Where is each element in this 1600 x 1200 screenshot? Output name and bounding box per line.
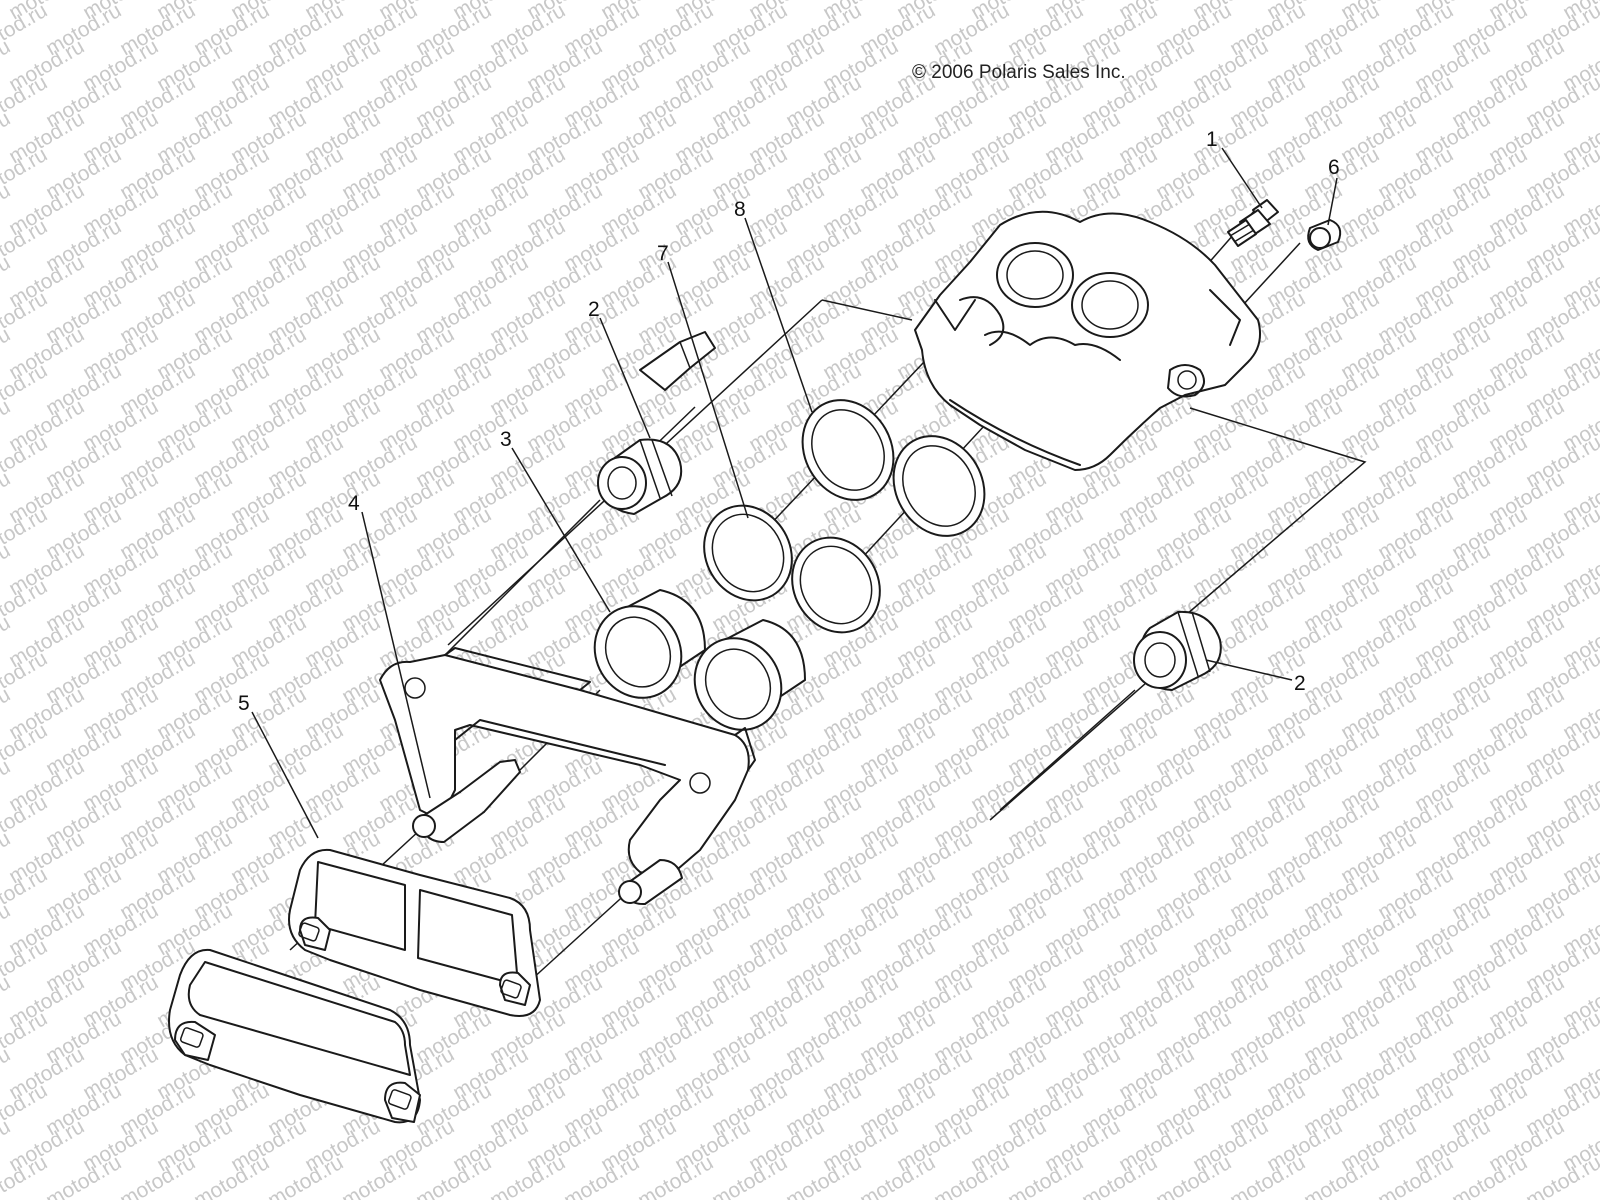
- callout-2-upper: 2: [588, 298, 600, 321]
- callout-1: 1: [1206, 128, 1218, 151]
- callout-6: 6: [1328, 156, 1340, 179]
- callout-2-lower: 2: [1294, 672, 1306, 695]
- callout-7: 7: [657, 242, 669, 265]
- copyright-text: © 2006 Polaris Sales Inc.: [912, 62, 1126, 83]
- callout-5: 5: [238, 692, 250, 715]
- callout-4: 4: [348, 492, 360, 515]
- callout-8: 8: [734, 198, 746, 221]
- callout-3: 3: [500, 428, 512, 451]
